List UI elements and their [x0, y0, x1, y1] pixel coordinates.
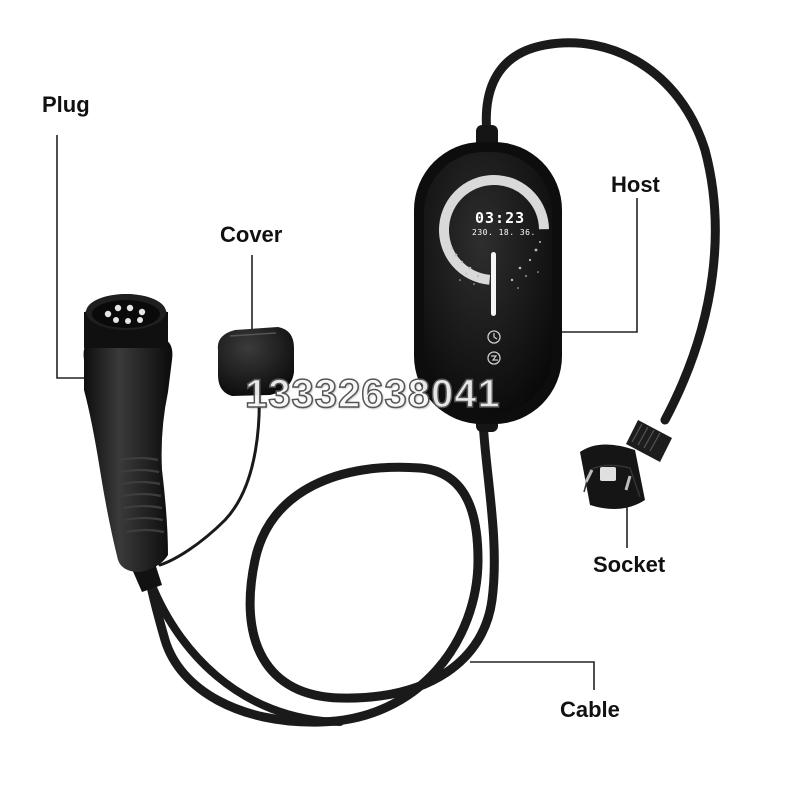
- cover-tether: [158, 370, 261, 567]
- display-time: 03:23: [475, 209, 526, 227]
- signal-icon[interactable]: [487, 351, 501, 365]
- ev-connector: [83, 294, 173, 592]
- power-cable: [481, 38, 720, 425]
- leader-lines: [56, 135, 638, 690]
- host-controller: [414, 125, 562, 432]
- cable-label: Cable: [560, 697, 620, 722]
- plug-tail-cable: [144, 571, 344, 726]
- plug-leader-line: [56, 135, 86, 379]
- cover-cap: [217, 327, 294, 396]
- host-label: Host: [611, 172, 660, 197]
- display-ring: [439, 175, 549, 285]
- connector-handle: [83, 340, 173, 572]
- plug-label: Plug: [42, 92, 90, 117]
- progress-bar: [491, 252, 496, 316]
- host-leader-line: [548, 198, 638, 333]
- display-particles: [451, 241, 541, 289]
- cable-leader-line: [470, 661, 595, 690]
- cover-label: Cover: [220, 222, 283, 247]
- socket-label: Socket: [593, 552, 666, 577]
- cable: [143, 38, 720, 727]
- socket-plug: [580, 420, 672, 509]
- phone-watermark: 13332638041: [244, 371, 501, 417]
- coil-cable: [143, 415, 499, 727]
- clock-icon[interactable]: [487, 330, 501, 344]
- display-stats: 230. 18. 36.: [472, 228, 536, 237]
